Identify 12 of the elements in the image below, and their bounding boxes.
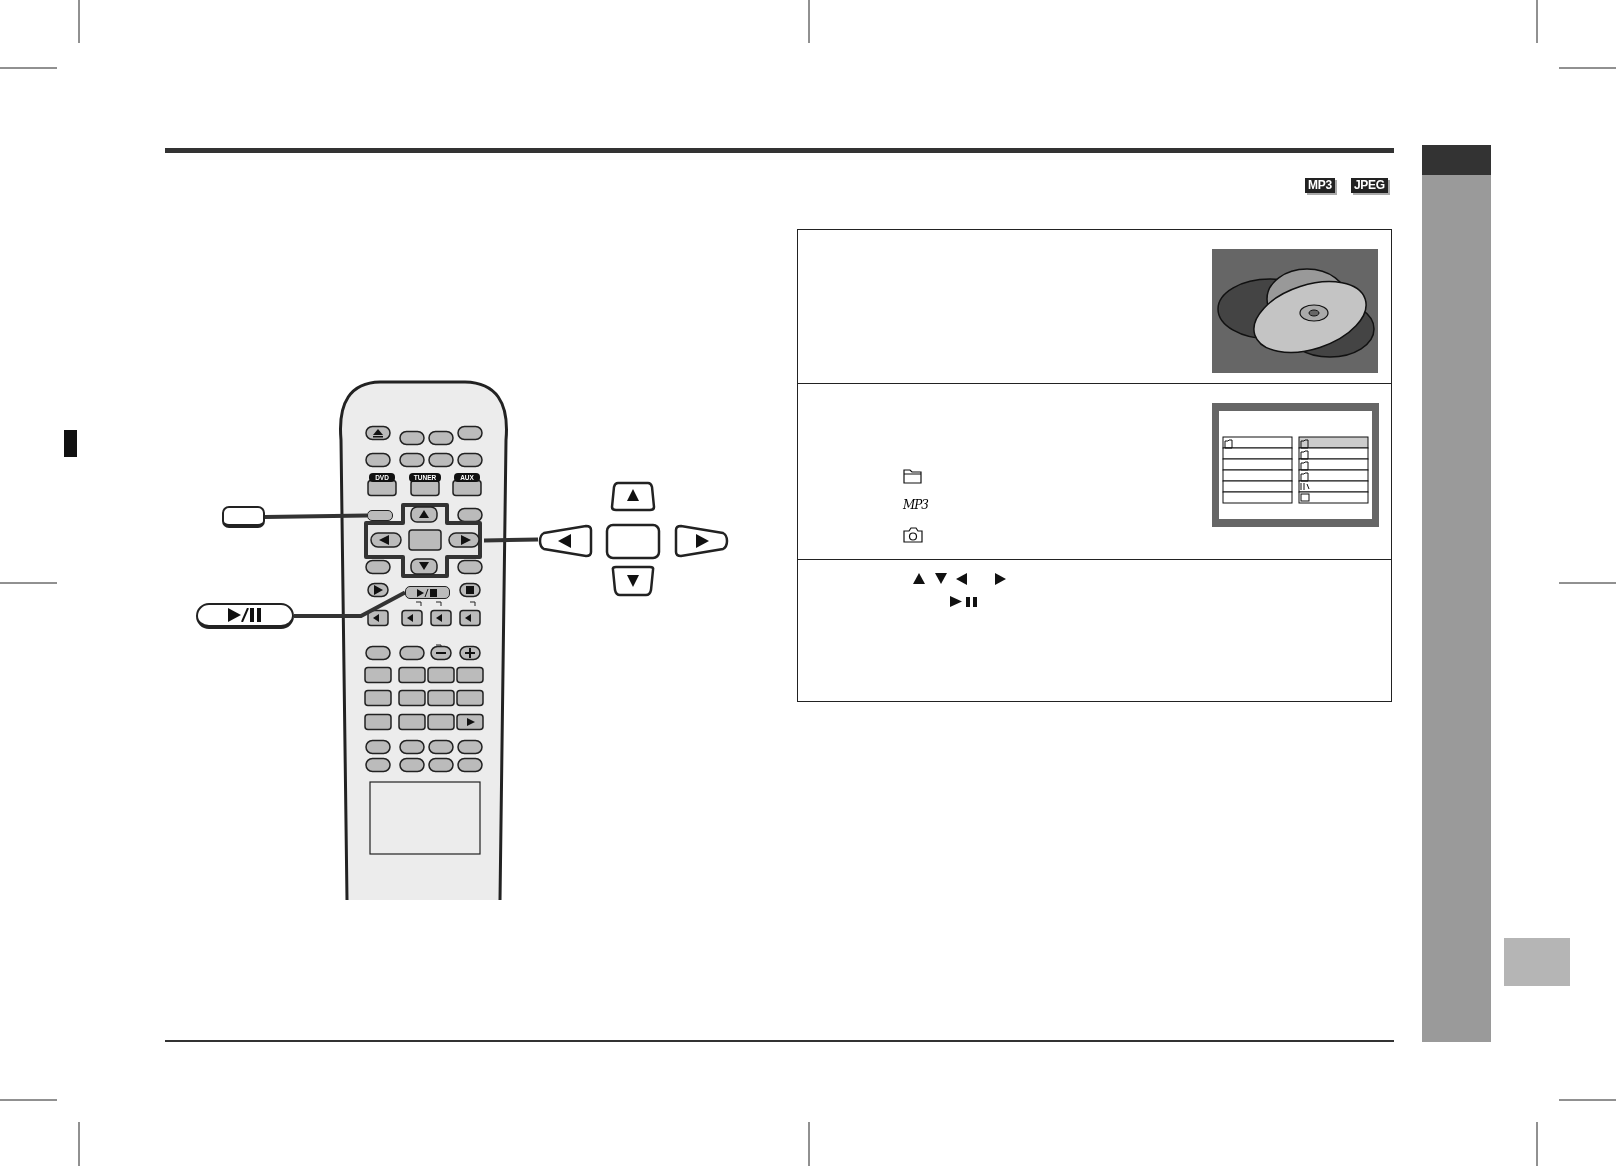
play-stop-key [405, 586, 450, 599]
leader-line [264, 513, 368, 519]
remote-key [367, 510, 393, 521]
mp3-file-label: MP3 [903, 498, 928, 512]
format-badge: MP3 [1305, 178, 1335, 193]
leader-line [294, 590, 406, 618]
enlarged-cursor-keys-drawing [538, 481, 729, 598]
cursor-pad-drawing [363, 502, 484, 579]
leader-line [483, 537, 539, 543]
blank-key-callout [222, 506, 265, 528]
format-badge: JPEG [1351, 178, 1388, 193]
play-pause-key-callout [196, 603, 294, 629]
